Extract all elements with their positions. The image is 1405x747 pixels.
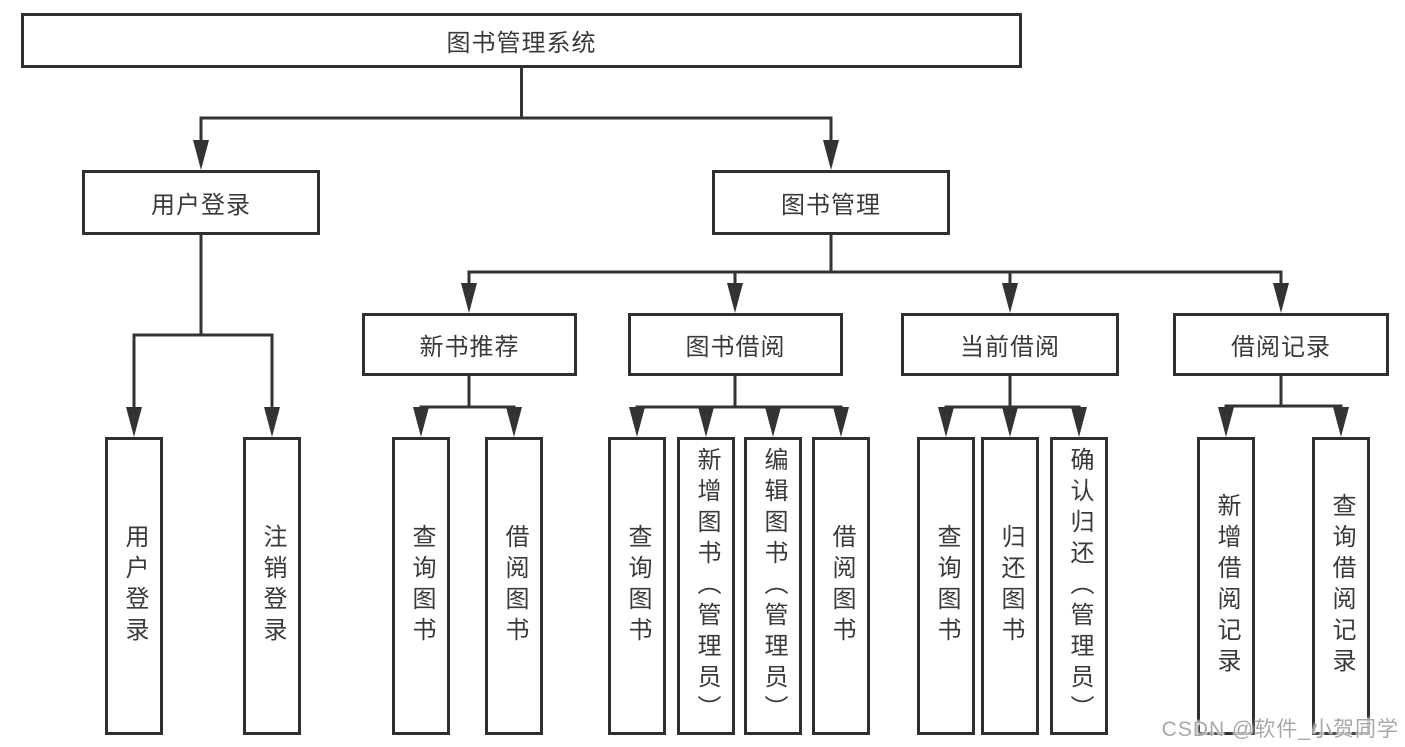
connector-book-borrow-children — [629, 376, 849, 437]
node-current-borrowing: 当前借阅 — [901, 313, 1119, 376]
connector-root-to-level2 — [193, 68, 839, 170]
leaf-logout: 注销登录 — [243, 437, 301, 735]
leaf-borrow-books: 借阅图书 — [812, 437, 870, 735]
leaf-query-books-borrowing: 查询图书 — [608, 437, 666, 735]
node-book-management: 图书管理 — [712, 170, 950, 235]
leaf-add-books-admin: 新增图书（管理员） — [677, 437, 735, 735]
leaf-confirm-return-admin: 确认归还（管理员） — [1050, 437, 1108, 735]
node-new-book-recommendation: 新书推荐 — [362, 313, 577, 376]
leaf-edit-books-admin: 编辑图书（管理员） — [744, 437, 802, 735]
connector-user-login-children — [126, 235, 280, 437]
leaf-query-books-recommend: 查询图书 — [392, 437, 450, 735]
leaf-return-books: 归还图书 — [981, 437, 1039, 735]
leaf-add-borrow-record: 新增借阅记录 — [1197, 437, 1255, 735]
connector-borrow-records-children — [1218, 376, 1349, 437]
leaf-user-login: 用户登录 — [105, 437, 163, 735]
node-user-login: 用户登录 — [82, 170, 320, 235]
leaf-query-books-current: 查询图书 — [917, 437, 975, 735]
csdn-watermark: CSDN @软件_小贺同学 — [1161, 718, 1399, 741]
node-book-borrowing: 图书借阅 — [628, 313, 843, 376]
connector-new-book-rec-children — [413, 376, 522, 437]
leaf-borrow-books-recommend: 借阅图书 — [485, 437, 543, 735]
node-borrowing-records: 借阅记录 — [1173, 313, 1389, 376]
leaf-query-borrow-record: 查询借阅记录 — [1312, 437, 1370, 735]
connector-book-mgmt-children — [461, 235, 1289, 313]
connector-current-borrow-children — [938, 376, 1087, 437]
node-library-management-system: 图书管理系统 — [21, 13, 1022, 68]
